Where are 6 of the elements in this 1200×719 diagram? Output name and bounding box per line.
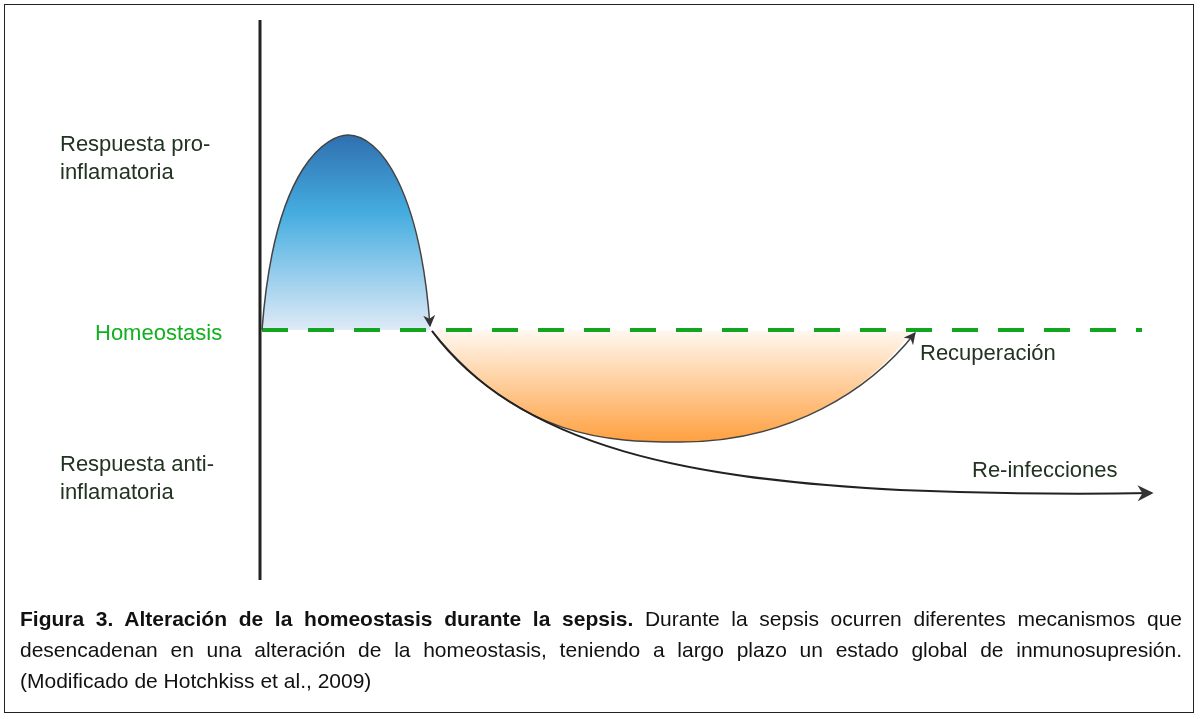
figure-caption: Figura 3. Alteración de la homeostasis durante la sepsis. Durante la sepsis ocurren diferentes mecanismos que desencadenan en una alteración de la homeostasis, teniendo a largo plazo un estado global de inmunosupresión. (Modificado de Hotchkiss et al., 2009) [20, 606, 1182, 694]
baseline-label: Homeostasis [95, 319, 223, 347]
axis-label: Respuesta pro-inflamatoria [60, 130, 212, 186]
axis-label: Respuesta anti-inflamatoria [60, 450, 216, 506]
curve-label: Re-infecciones [972, 456, 1118, 484]
curve-label: Recuperación [920, 339, 1056, 367]
